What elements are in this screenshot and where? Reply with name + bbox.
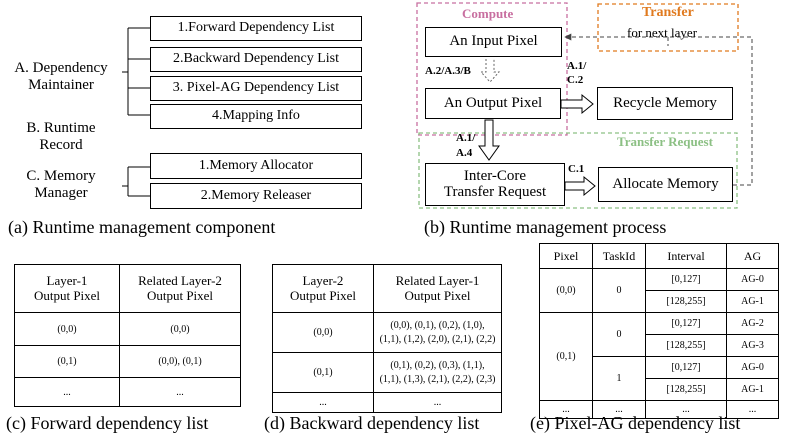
table-row: (0,0) (0,0), (0,1), (0,2), (1,0), (1,1),… (272, 312, 502, 353)
caption-c: (c) Forward dependency list (6, 413, 209, 433)
caption-e: (e) Pixel-AG dependency list (530, 413, 741, 433)
bracket-a (122, 27, 150, 116)
table-row: (0,1) (0,0), (0,1) (14, 345, 241, 378)
transfer-subtitle: for next layer (627, 25, 698, 40)
step-a1-c2-label: A.1/ C.2 (567, 60, 587, 86)
col-header-taskid: TaskId (592, 243, 646, 269)
table-row: (0,1) 0 [0,127] AG-2 (539, 312, 779, 401)
step-a1-a4-label: A.1/ A.4 (456, 132, 476, 159)
table-row: (0,1) (0,1), (0,2), (0,3), (1,1), (1,1),… (272, 352, 502, 393)
col-header-related-layer1: Related Layer-1 Output Pixel (373, 264, 502, 313)
pixel-ag-dependency-table: Pixel TaskId Interval AG (0,0) 0 [0,127]… (539, 243, 779, 419)
forward-dependency-table: Layer-1 Output Pixel Related Layer-2 Out… (14, 264, 241, 407)
table-row: (0,0) (0,0) (14, 312, 241, 346)
step-a2-a3-b-label: A.2/A.3/B (425, 65, 471, 77)
feedback-dashed-path (564, 33, 753, 186)
transfer-request-title: Transfer Request (617, 134, 713, 149)
caption-b: (b) Runtime management process (424, 217, 667, 237)
col-header-pixel: Pixel (539, 243, 593, 269)
col-header-layer2: Layer-2 Output Pixel (272, 264, 374, 313)
table-row: ... ... (272, 392, 502, 413)
memory-allocator-box: 1.Memory Allocator (150, 153, 362, 179)
col-header-related-layer2: Related Layer-2 Output Pixel (119, 264, 241, 313)
caption-a: (a) Runtime management component (8, 217, 276, 237)
input-pixel-box: An Input Pixel (425, 27, 562, 57)
runtime-record-label: B. Runtime Record (26, 120, 96, 153)
table-row: [128,255] AG-1 (540, 290, 779, 313)
output-pixel-box: An Output Pixel (425, 88, 561, 119)
arrow-output-to-intercore (478, 119, 500, 161)
forward-dependency-list-box: 1.Forward Dependency List (150, 16, 362, 41)
arrow-intercore-to-allocate (564, 175, 596, 197)
table-row: (0,0) 0 [0,127] AG-0 (539, 268, 779, 313)
bracket-c (122, 166, 150, 197)
pixel-ag-dependency-list-box: 3. Pixel-AG Dependency List (150, 76, 362, 101)
caption-d: (d) Backward dependency list (264, 413, 480, 433)
table-header-row: Layer-1 Output Pixel Related Layer-2 Out… (14, 264, 241, 313)
memory-manager-label: C. Memory Manager (26, 168, 96, 201)
col-header-layer1: Layer-1 Output Pixel (14, 264, 120, 313)
col-header-ag: AG (726, 243, 779, 269)
step-c1-label: C.1 (568, 163, 585, 175)
dependency-maintainer-label: A. Dependency Maintainer (14, 60, 108, 93)
backward-dependency-table: Layer-2 Output Pixel Related Layer-1 Out… (272, 264, 502, 413)
mapping-info-box: 4.Mapping Info (150, 104, 362, 129)
table-header-row: Pixel TaskId Interval AG (539, 243, 779, 269)
memory-releaser-box: 2.Memory Releaser (150, 183, 362, 209)
table-row: [128,255] AG-1 (540, 378, 779, 401)
table-row: [128,255] AG-3 (540, 334, 779, 357)
table-row: ... ... ... ... (539, 400, 779, 419)
backward-dependency-list-box: 2.Backward Dependency List (150, 47, 362, 72)
allocate-memory-box: Allocate Memory (598, 167, 733, 202)
inter-core-transfer-request-box: Inter-Core Transfer Request (425, 163, 565, 206)
transfer-region (597, 3, 739, 52)
table-row: ... ... (14, 377, 241, 407)
col-header-interval: Interval (645, 243, 727, 269)
compute-title: Compute (462, 6, 514, 21)
table-header-row: Layer-2 Output Pixel Related Layer-1 Out… (272, 264, 502, 313)
transfer-title: Transfer (642, 5, 694, 20)
dashed-down-arrow (479, 59, 501, 83)
recycle-memory-box: Recycle Memory (597, 87, 733, 120)
arrow-output-to-recycle (560, 93, 594, 115)
